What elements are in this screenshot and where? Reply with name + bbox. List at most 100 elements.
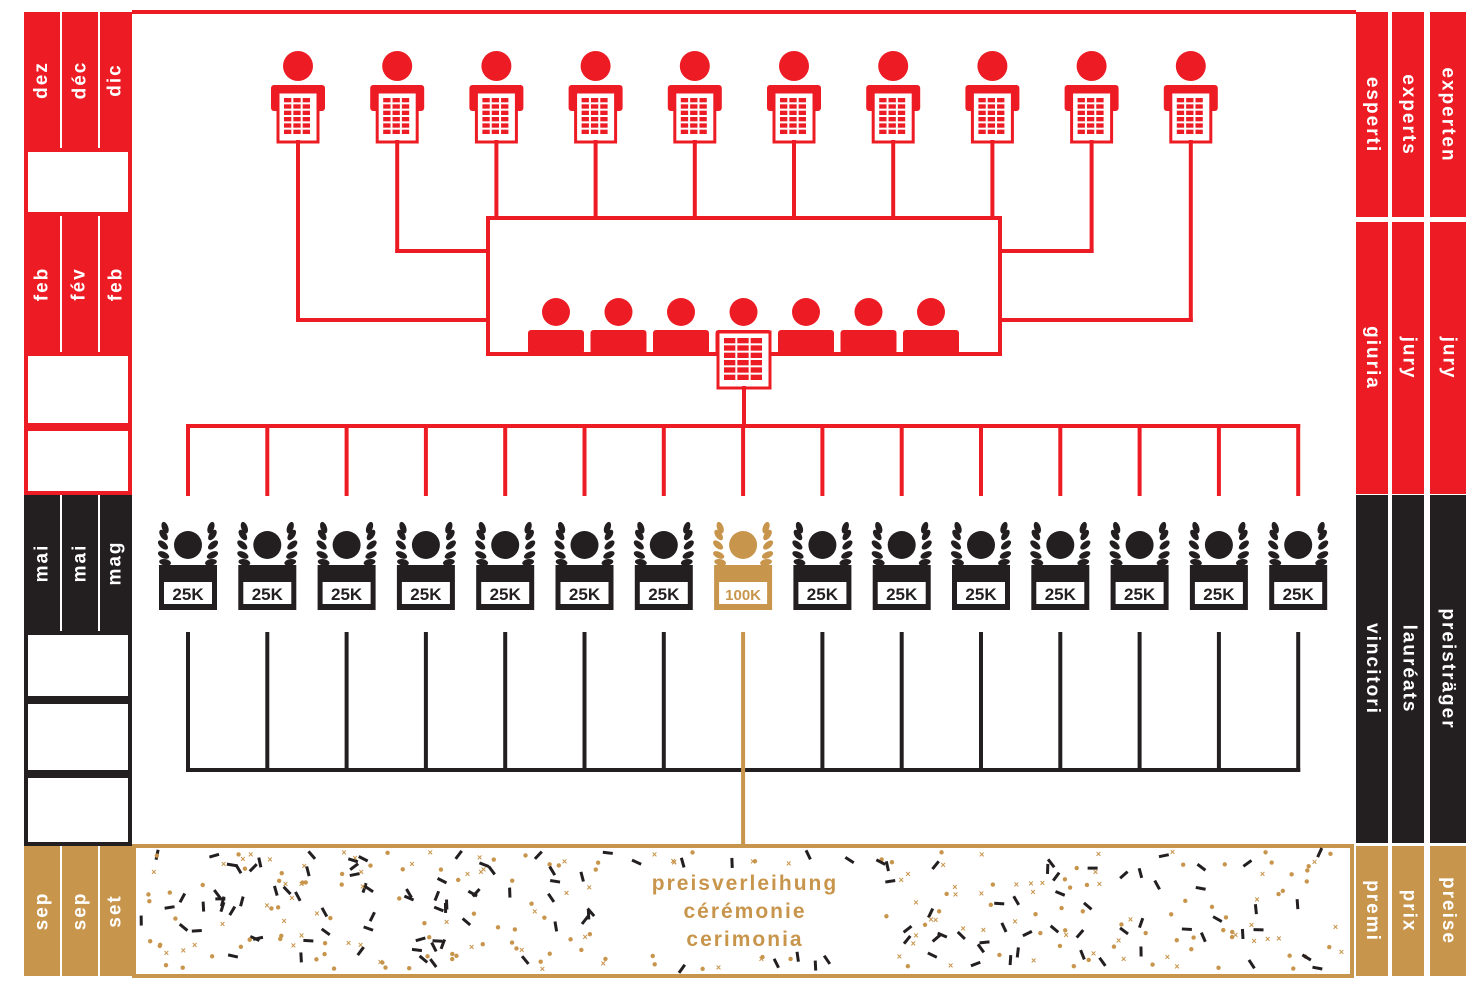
document-line	[690, 98, 698, 103]
confetti-dash	[976, 943, 986, 954]
confetti-cross: ×	[481, 865, 486, 875]
document-line	[482, 98, 490, 103]
expert-head	[878, 51, 909, 81]
confetti-cross: ×	[671, 856, 676, 866]
expert-head	[779, 51, 809, 81]
document-line	[1096, 129, 1104, 134]
confetti-dot	[1183, 898, 1188, 904]
confetti-cross: ×	[164, 948, 169, 958]
expert-head	[679, 51, 710, 81]
confetti-cross: ×	[952, 882, 957, 892]
laurel-leaf	[713, 551, 725, 559]
laurel-leaf	[1110, 559, 1123, 566]
document-line	[987, 123, 996, 128]
document-line	[581, 117, 589, 122]
confetti-dash	[487, 865, 496, 876]
left-strip-mai	[62, 495, 98, 631]
confetti-dash	[454, 849, 463, 860]
jury-document-icon	[716, 330, 772, 390]
confetti-dash	[349, 862, 360, 871]
confetti-dot	[154, 853, 160, 858]
confetti-dash	[956, 930, 966, 941]
jury-head	[667, 298, 695, 326]
confetti-dash	[970, 960, 981, 968]
confetti-dot	[752, 859, 758, 864]
calendar-cell	[24, 352, 132, 427]
confetti-cross: ×	[1312, 857, 1317, 867]
confetti-dot	[147, 898, 152, 904]
document-line	[780, 117, 788, 122]
confetti-group: ××××××××××××××××××××××××××××××××××××××××…	[139, 847, 1344, 974]
confetti-dot	[547, 862, 552, 867]
confetti-dash	[1301, 953, 1312, 962]
document-line	[737, 374, 749, 380]
confetti-dash	[927, 907, 935, 919]
document-line	[798, 110, 806, 115]
laurel-leaf	[1001, 529, 1010, 541]
confetti-dot	[471, 911, 477, 916]
laureate-icon: 25K	[157, 521, 219, 610]
confetti-dot	[1276, 891, 1281, 897]
document-line	[680, 129, 689, 134]
laurel-leaf	[206, 551, 219, 559]
confetti-cross: ×	[979, 850, 984, 860]
confetti-dash	[430, 941, 438, 953]
confetti-cross: ×	[1012, 916, 1017, 926]
document-line	[482, 129, 490, 134]
confetti-dash	[508, 887, 512, 898]
ceremony-line-de: preisverleihung	[647, 872, 843, 895]
prize-amount-label: 25K	[807, 585, 839, 604]
confetti-dot	[1223, 915, 1229, 920]
document-line	[284, 129, 292, 134]
jury-member-icon	[778, 298, 834, 354]
document-line	[302, 98, 310, 103]
confetti-dot	[788, 956, 793, 962]
confetti-dot	[1168, 912, 1174, 917]
confetti-dot	[988, 902, 994, 908]
right-strip-winners	[1356, 495, 1388, 843]
confetti-cross: ×	[220, 919, 225, 929]
confetti-dash	[178, 923, 189, 932]
laureate-icon: 25K	[1268, 521, 1329, 610]
document-line	[1195, 110, 1203, 115]
document-line	[293, 98, 301, 103]
document-line	[737, 345, 749, 351]
confetti-cross: ×	[299, 931, 304, 941]
laurel-leaf	[1031, 529, 1041, 541]
laureate-head	[808, 531, 837, 559]
confetti-dash	[201, 901, 206, 912]
document-line	[1086, 104, 1095, 109]
confetti-dash	[478, 861, 490, 868]
confetti-dash	[356, 946, 365, 956]
document-line	[302, 123, 310, 128]
confetti-cross: ×	[341, 847, 346, 857]
document-line	[897, 104, 906, 109]
confetti-dot	[1086, 957, 1091, 963]
confetti-dash	[1199, 931, 1207, 943]
document-line	[987, 117, 996, 122]
laurel-leaf	[525, 540, 536, 550]
prize-label-bg	[1274, 582, 1323, 604]
confetti-dot	[1038, 930, 1043, 936]
jury-member-icon	[528, 298, 584, 354]
document-line	[401, 129, 410, 134]
laureate-head	[729, 531, 758, 559]
prize-amount-label: 25K	[965, 585, 997, 604]
confetti-cross: ×	[1128, 915, 1133, 925]
confetti-cross: ×	[1096, 849, 1101, 859]
confetti-dash	[677, 963, 687, 974]
confetti-dot	[650, 953, 655, 959]
laurel-leaf	[792, 540, 803, 550]
document-line	[897, 129, 906, 134]
left-strip-dec	[62, 12, 98, 148]
laurel-leaf	[1030, 551, 1042, 559]
confetti-cross: ×	[961, 923, 966, 933]
prize-label-bg	[481, 582, 530, 604]
right-strip-prizes	[1356, 846, 1388, 976]
confetti-dash	[1312, 965, 1323, 971]
confetti-cross: ×	[948, 960, 953, 970]
role-label-prizes-de: preise	[1438, 877, 1460, 945]
confetti-dash	[433, 905, 444, 913]
document-line	[1195, 123, 1203, 128]
document-line	[888, 123, 896, 128]
